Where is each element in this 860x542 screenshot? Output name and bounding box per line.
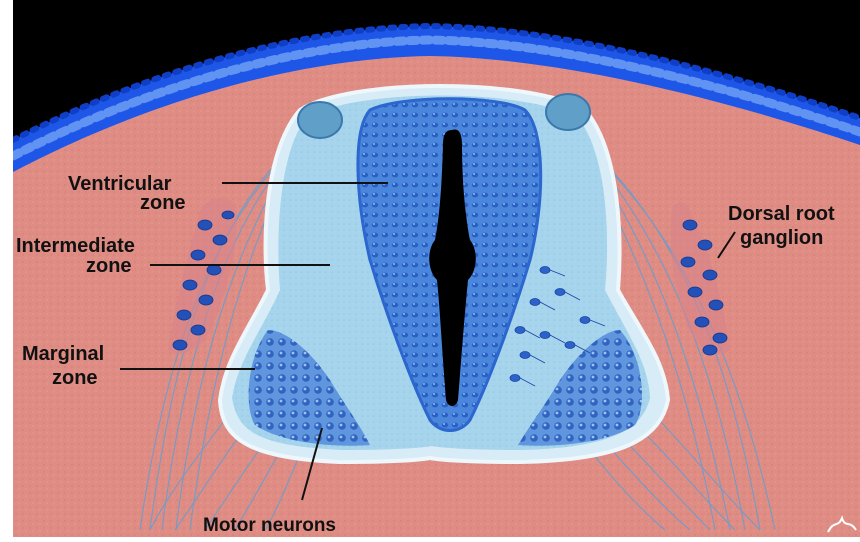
- label-marginal-1: Marginal: [22, 343, 104, 365]
- left-frame-strip: [0, 0, 13, 537]
- label-motor-neurons: Motor neurons: [203, 515, 336, 536]
- label-drg-1: Dorsal root: [728, 203, 835, 225]
- label-intermediate-1: Intermediate: [16, 235, 135, 257]
- label-drg-2: ganglion: [740, 227, 823, 249]
- label-ventricular-2: zone: [140, 192, 186, 214]
- label-marginal-2: zone: [52, 367, 98, 389]
- label-intermediate-2: zone: [86, 255, 132, 277]
